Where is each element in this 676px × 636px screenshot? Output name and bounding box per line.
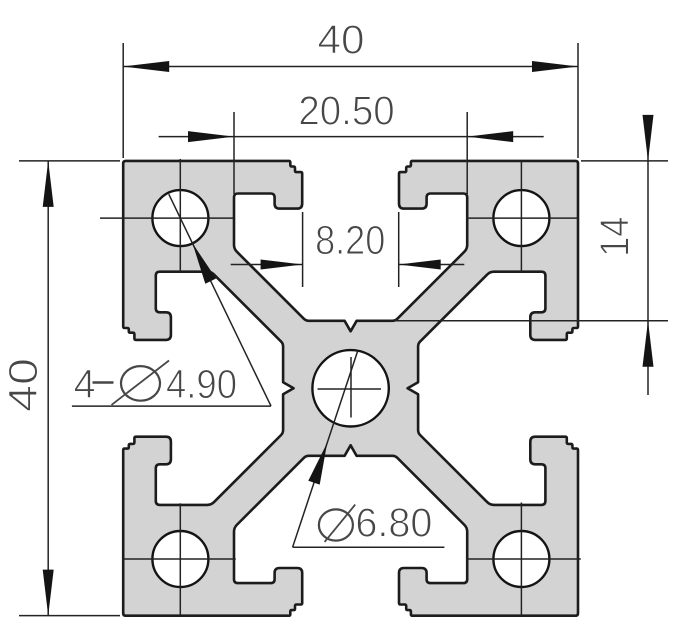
svg-text:4.90: 4.90 xyxy=(166,361,237,407)
svg-text:8.20: 8.20 xyxy=(315,217,385,263)
svg-text:40: 40 xyxy=(0,358,46,412)
svg-text:4: 4 xyxy=(74,361,96,407)
svg-text:6.80: 6.80 xyxy=(355,500,432,546)
svg-text:40: 40 xyxy=(318,17,365,63)
svg-text:20.50: 20.50 xyxy=(298,88,394,134)
svg-text:14: 14 xyxy=(592,216,638,256)
